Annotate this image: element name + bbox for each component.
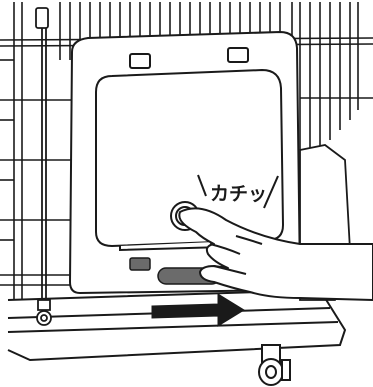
click-sound-effect: カチッ — [210, 183, 267, 205]
cage-left-post — [36, 8, 51, 325]
cage-base — [8, 290, 345, 360]
caster-wheel — [259, 345, 290, 385]
